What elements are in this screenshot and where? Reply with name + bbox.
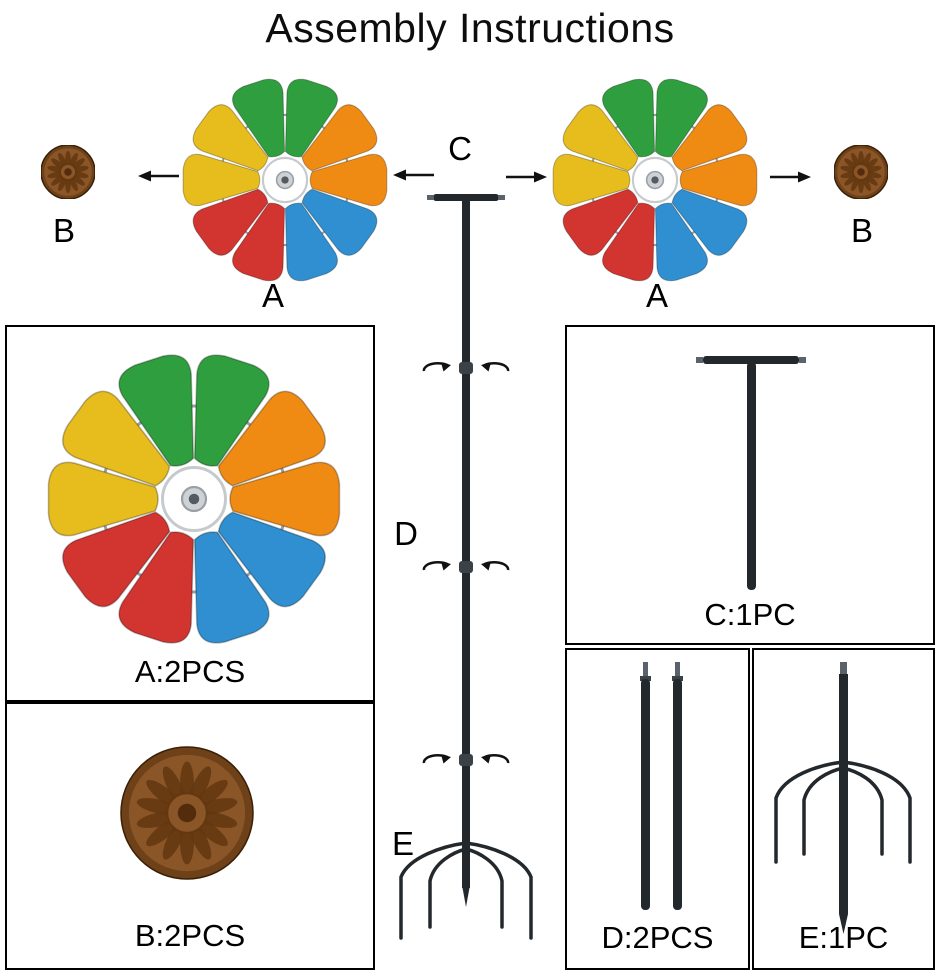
part-label-b-left: B — [52, 212, 75, 249]
windmill-wheel-box-a-icon — [47, 354, 341, 644]
pole-joint-3 — [459, 754, 473, 766]
rotation-arrow-icon — [479, 560, 510, 572]
parts-box-b: B:2PCS — [5, 702, 375, 970]
assembly-arrow-right-inner-icon — [506, 171, 547, 183]
box-d-label: D:2PCS — [601, 920, 714, 955]
part-label-e: E — [391, 825, 414, 862]
ground-stake-legs — [399, 841, 533, 940]
windmill-wheel-top-right-icon — [552, 78, 758, 282]
stake-point — [462, 885, 470, 907]
rotation-arrow-icon — [422, 560, 453, 572]
parts-box-a: A:2PCS — [5, 325, 375, 702]
assembly-arrow-right-outer-icon — [770, 171, 811, 183]
end-cap-left-icon — [41, 145, 95, 199]
parts-box-d: D:2PCS — [565, 648, 750, 970]
windmill-wheel-top-left-icon — [182, 78, 388, 282]
rotation-arrow-icon — [479, 361, 510, 373]
box-c-label: C:1PC — [704, 597, 796, 632]
parts-box-c: C:1PC — [565, 325, 935, 645]
box-a-label: A:2PCS — [134, 654, 246, 689]
extension-poles-box-d-icon — [640, 662, 683, 910]
part-label-b-right: B — [850, 212, 873, 249]
box-b-label: B:2PCS — [134, 918, 246, 953]
center-pole-assembly — [399, 194, 533, 940]
crossbar-end-left — [427, 195, 434, 200]
ground-stake-box-e-icon — [774, 662, 912, 934]
assembly-arrow-left-outer-icon — [138, 170, 179, 182]
rotation-arrow-icon — [422, 361, 453, 373]
pole-joint-2 — [459, 561, 473, 573]
rotation-arrow-icon — [479, 753, 510, 765]
page-title: Assembly Instructions — [265, 5, 675, 51]
part-label-c: C — [448, 130, 472, 167]
end-cap-box-b-icon — [120, 746, 254, 880]
part-label-a-right: A — [645, 277, 668, 314]
rotation-arrow-icon — [422, 753, 453, 765]
assembly-arrow-left-inner-icon — [393, 169, 434, 181]
parts-box-e: E:1PC — [752, 648, 935, 970]
pole-joint-1 — [459, 362, 473, 374]
end-cap-right-icon — [834, 145, 888, 199]
part-label-a-left: A — [261, 277, 284, 314]
crossbar-end-right — [498, 195, 505, 200]
t-pole-box-c-icon — [696, 356, 806, 590]
part-label-d: D — [394, 515, 418, 552]
crossbar-c — [433, 194, 499, 201]
box-e-label: E:1PC — [798, 920, 889, 955]
main-pole — [462, 198, 470, 888]
